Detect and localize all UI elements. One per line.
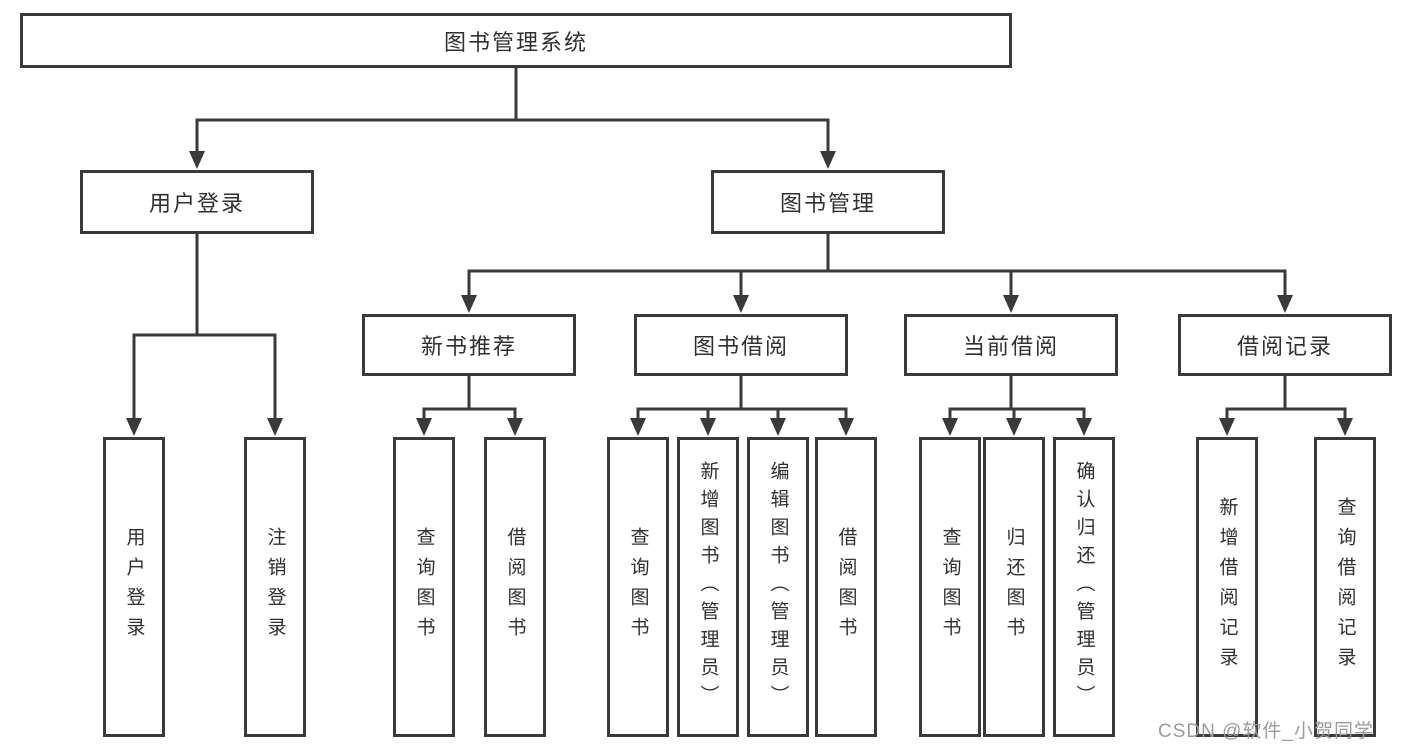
leaf-borrow-books: 借阅图书: [815, 437, 877, 737]
leaf-borrow-books-recommend-label: 借阅图书: [504, 527, 526, 647]
node-new-book-recommend-label: 新书推荐: [420, 334, 517, 359]
leaf-query-books-borrow-label: 查询图书: [627, 527, 649, 647]
leaf-add-borrow-record-label: 新增借阅记录: [1216, 497, 1238, 677]
leaf-confirm-return-admin: 确认归还（管理员）: [1053, 437, 1115, 737]
arrowheads: [126, 151, 1353, 436]
arrow-down-icon: [770, 418, 786, 436]
leaf-return-books-label: 归还图书: [1003, 527, 1025, 647]
leaf-add-book-admin-label: 新增图书（管理员）: [697, 461, 719, 713]
node-root-label: 图书管理系统: [443, 29, 588, 55]
leaf-query-books-recommend: 查询图书: [393, 437, 455, 737]
node-current-borrow-label: 当前借阅: [962, 334, 1059, 359]
arrow-down-icon: [942, 418, 958, 436]
node-root: 图书管理系统: [20, 13, 1012, 68]
leaf-add-borrow-record: 新增借阅记录: [1196, 437, 1258, 737]
arrow-down-icon: [267, 418, 283, 436]
leaf-edit-book-admin: 编辑图书（管理员）: [747, 437, 809, 737]
leaf-user-login: 用户登录: [103, 437, 165, 737]
arrow-down-icon: [1337, 418, 1353, 436]
arrow-down-icon: [820, 151, 836, 169]
leaf-query-books-current-label: 查询图书: [939, 527, 961, 647]
node-user-login: 用户登录: [80, 170, 314, 234]
leaf-borrow-books-recommend: 借阅图书: [484, 437, 546, 737]
node-new-book-recommend: 新书推荐: [362, 314, 576, 376]
arrow-down-icon: [700, 418, 716, 436]
arrow-down-icon: [1277, 295, 1293, 313]
leaf-query-books-current: 查询图书: [919, 437, 981, 737]
node-book-borrow-label: 图书借阅: [692, 334, 789, 359]
leaf-user-login-label: 用户登录: [123, 527, 145, 647]
leaf-query-books-recommend-label: 查询图书: [413, 527, 435, 647]
leaf-query-borrow-record: 查询借阅记录: [1314, 437, 1376, 737]
leaf-logout: 注销登录: [244, 437, 306, 737]
node-borrow-records-label: 借阅记录: [1236, 334, 1333, 359]
arrow-down-icon: [1003, 295, 1019, 313]
leaf-borrow-books-label: 借阅图书: [835, 527, 857, 647]
node-user-login-label: 用户登录: [148, 191, 245, 216]
node-current-borrow: 当前借阅: [904, 314, 1118, 376]
node-book-management: 图书管理: [711, 170, 945, 234]
leaf-query-borrow-record-label: 查询借阅记录: [1334, 497, 1356, 677]
arrow-down-icon: [189, 151, 205, 169]
node-book-management-label: 图书管理: [779, 191, 876, 216]
node-book-borrow: 图书借阅: [634, 314, 848, 376]
csdn-watermark: CSDN @软件_小贺同学: [1158, 721, 1374, 742]
arrow-down-icon: [126, 418, 142, 436]
leaf-add-book-admin: 新增图书（管理员）: [677, 437, 739, 737]
leaf-confirm-return-admin-label: 确认归还（管理员）: [1073, 461, 1095, 713]
leaf-edit-book-admin-label: 编辑图书（管理员）: [767, 461, 789, 713]
leaf-query-books-borrow: 查询图书: [607, 437, 669, 737]
leaf-logout-label: 注销登录: [264, 527, 286, 647]
arrow-down-icon: [1076, 418, 1092, 436]
arrow-down-icon: [507, 418, 523, 436]
node-borrow-records: 借阅记录: [1178, 314, 1392, 376]
arrow-down-icon: [838, 418, 854, 436]
arrow-down-icon: [733, 295, 749, 313]
arrow-down-icon: [461, 295, 477, 313]
arrow-down-icon: [630, 418, 646, 436]
leaf-return-books: 归还图书: [983, 437, 1045, 737]
arrow-down-icon: [416, 418, 432, 436]
arrow-down-icon: [1219, 418, 1235, 436]
arrow-down-icon: [1006, 418, 1022, 436]
